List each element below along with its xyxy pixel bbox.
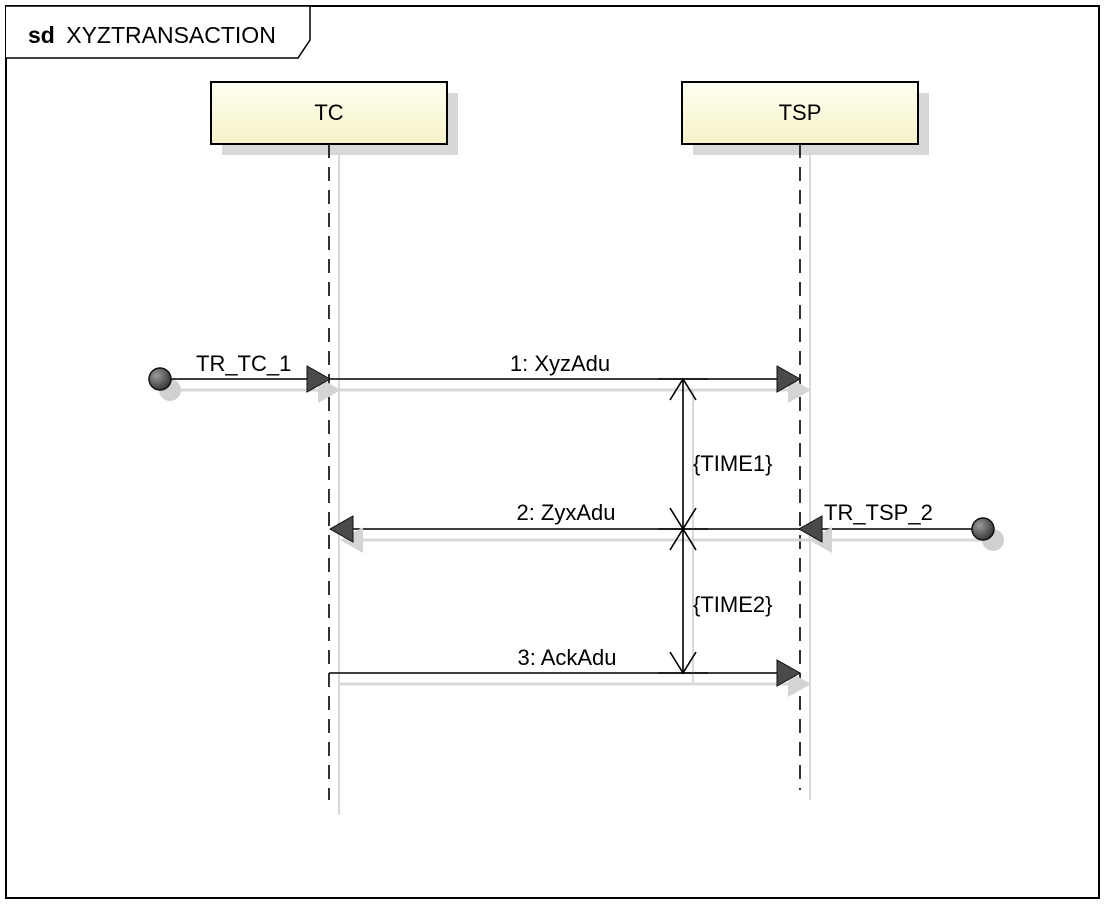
tr-tc-1-endpoint-icon	[148, 367, 172, 391]
lifeline-tsp-head[interactable]	[681, 81, 919, 145]
diagram-frame	[5, 5, 1100, 899]
frame-title-tab	[6, 5, 311, 59]
message-2-label: 2: ZyxAdu	[516, 500, 615, 525]
time1-label: {TIME1}	[693, 451, 772, 476]
time2-label: {TIME2}	[693, 592, 772, 617]
frame-name: XYZTRANSACTION	[66, 22, 276, 48]
message-3-arrowhead-icon	[776, 659, 802, 687]
message-3-arrowhead-shadow	[788, 671, 811, 697]
time2-top-arrow-icon	[669, 527, 697, 551]
message-2-arrowhead-icon	[328, 515, 354, 543]
found-message-tr-tc-1[interactable]: TR_TC_1	[148, 351, 341, 403]
tr-tsp-2-endpoint-icon	[971, 517, 995, 541]
message-1-label: 1: XyzAdu	[510, 351, 610, 376]
lifeline-tsp-label: TSP	[779, 100, 822, 125]
message-2[interactable]: 2: ZyxAdu	[328, 500, 810, 553]
lifeline-tc-label: TC	[314, 100, 343, 125]
tr-tc-1-arrowhead-shadow	[318, 377, 341, 403]
lifeline-tc-head[interactable]	[210, 81, 448, 145]
frame-kind: sd	[28, 22, 55, 48]
tr-tsp-2-arrowhead-icon	[797, 515, 823, 543]
lifeline-tc[interactable]: TC	[210, 81, 458, 815]
tr-tc-1-label: TR_TC_1	[196, 351, 291, 376]
message-1-arrowhead-shadow	[788, 377, 811, 403]
time2-bottom-arrow-icon	[669, 651, 697, 675]
found-message-tr-tsp-2[interactable]: TR_TSP_2	[797, 500, 1004, 553]
message-3-label: 3: AckAdu	[517, 645, 616, 670]
duration-constraint-time2[interactable]: {TIME2}	[658, 527, 772, 684]
lifeline-tsp[interactable]: TSP	[681, 81, 929, 800]
tr-tsp-2-label: TR_TSP_2	[824, 500, 933, 525]
time1-top-arrow-icon	[669, 377, 697, 401]
frame-title: sd XYZTRANSACTION	[28, 22, 276, 48]
tr-tc-1-arrowhead-icon	[306, 365, 332, 393]
message-1-arrowhead-icon	[776, 365, 802, 393]
message-3[interactable]: 3: AckAdu	[329, 645, 811, 697]
duration-constraint-time1[interactable]: {TIME1}	[658, 377, 772, 540]
